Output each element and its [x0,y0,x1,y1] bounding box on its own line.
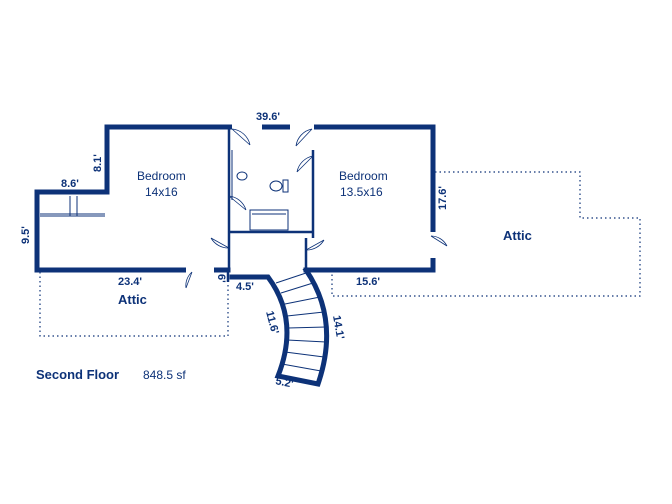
door-arc-hall-left [210,237,230,249]
door-arc-hall-right [305,239,325,251]
staircase [229,266,330,387]
door-arc-bath-left [228,195,247,211]
exterior-wall-left [34,124,231,273]
attic-right-outline [331,171,641,297]
room-name-attic-right: Attic [503,228,532,243]
dim-left-height: 9.5' [20,226,32,244]
dim-bottom-right: 15.6' [356,276,380,288]
door-arc-top-left [231,128,251,146]
dim-bottom-left: 23.4' [118,276,142,288]
room-size-bedroom-right: 13.5x16 [340,185,383,199]
dim-stair-width: 5.2' [274,375,294,391]
sink-icon [236,171,248,181]
floor-title: Second Floor [36,367,119,382]
dim-right-height: 17.6' [437,186,449,210]
exterior-wall [104,124,436,273]
room-name-bedroom-right: Bedroom [339,169,388,183]
dim-stair-inner: 11.6' [263,310,281,336]
stair-treads [275,272,327,372]
dim-stair-outer: 14.1' [330,314,346,340]
toilet-tank-icon [282,179,289,193]
dim-landing: 4.5' [236,281,254,293]
dim-top-width: 39.6' [256,111,280,123]
dim-left-ledge: 8.6' [61,178,79,190]
dim-small-step: 6' [215,274,227,283]
room-name-attic-left: Attic [118,292,147,307]
door-arc-bottom-left [185,271,193,289]
door-arc-right [430,235,448,247]
bathtub-icon [249,209,289,231]
door-arc-top-right [295,128,313,147]
attic-left-outline [39,272,229,337]
floor-area: 848.5 sf [143,368,186,382]
dim-upper-left-step: 8.1' [92,154,104,172]
door-arc-bath-right [296,155,314,173]
room-size-bedroom-left: 14x16 [145,185,178,199]
room-name-bedroom-left: Bedroom [137,169,186,183]
toilet-bowl-icon [269,180,283,192]
